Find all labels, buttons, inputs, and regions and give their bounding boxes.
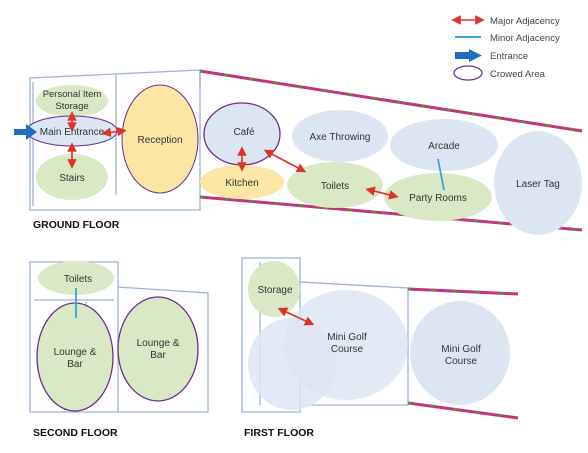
major-adjacency-first (277, 307, 315, 326)
zone-mini-golf-2 (410, 301, 510, 405)
legend-major: Major Adjacency (490, 16, 560, 27)
label-party-rooms: Party Rooms (409, 193, 467, 204)
first-floor-zones (248, 261, 510, 410)
label-mini-golf-2-b: Course (445, 356, 478, 367)
zone-mini-golf-1 (284, 290, 408, 400)
label-lounge-bar-2-b: Bar (150, 350, 166, 361)
label-storage-first: Storage (257, 285, 292, 296)
ground-floor-adjacencies (67, 111, 445, 200)
label-reception: Reception (137, 135, 182, 146)
legend-crowded: Crowed Area (490, 69, 546, 80)
label-axe-throwing: Axe Throwing (310, 132, 371, 143)
label-personal-storage-1: Personal Item (43, 89, 102, 100)
zone-party-rooms (384, 173, 492, 221)
label-stairs: Stairs (59, 173, 85, 184)
label-kitchen: Kitchen (225, 178, 258, 189)
zone-arcade (390, 119, 498, 171)
label-lounge-bar-2-a: Lounge & (137, 338, 180, 349)
label-mini-golf-1-b: Course (331, 344, 364, 355)
entrance-legend-icon (455, 49, 482, 62)
zone-axe-throwing (292, 110, 388, 162)
label-lounge-bar-1-a: Lounge & (54, 347, 97, 358)
first-floor-title: FIRST FLOOR (244, 427, 314, 439)
legend: Major Adjacency Minor Adjacency Entrance… (451, 15, 560, 81)
label-mini-golf-2-a: Mini Golf (441, 344, 481, 355)
zone-lounge-bar-2 (117, 296, 199, 402)
label-toilets-second: Toilets (64, 274, 92, 285)
crowded-area-legend-icon (453, 65, 483, 81)
zone-personal-storage (36, 85, 108, 117)
second-floor-zones (36, 261, 199, 412)
zone-toilets-second (38, 261, 114, 295)
zone-lounge-bar-1 (36, 302, 114, 412)
label-laser-tag: Laser Tag (516, 179, 560, 190)
label-lounge-bar-1-b: Bar (67, 359, 83, 370)
zone-reception (121, 84, 199, 194)
legend-minor: Minor Adjacency (490, 33, 560, 44)
entrance-arrow-icon (14, 124, 37, 140)
label-arcade: Arcade (428, 141, 460, 152)
label-toilets-ground: Toilets (321, 181, 349, 192)
zone-kitchen (200, 165, 284, 199)
zone-laser-tag (494, 131, 582, 235)
ground-floor-zones (26, 84, 582, 235)
label-main-entrance: Main Entrance (40, 127, 105, 138)
label-cafe: Café (233, 127, 255, 138)
second-floor-title: SECOND FLOOR (33, 427, 118, 439)
zone-storage-first (248, 261, 300, 317)
ground-floor-title: GROUND FLOOR (33, 219, 120, 231)
legend-entrance: Entrance (490, 51, 528, 62)
zone-toilets-ground (287, 162, 383, 208)
zone-stairs (36, 154, 108, 200)
label-mini-golf-1-a: Mini Golf (327, 332, 367, 343)
label-personal-storage-2: Storage (55, 101, 88, 112)
